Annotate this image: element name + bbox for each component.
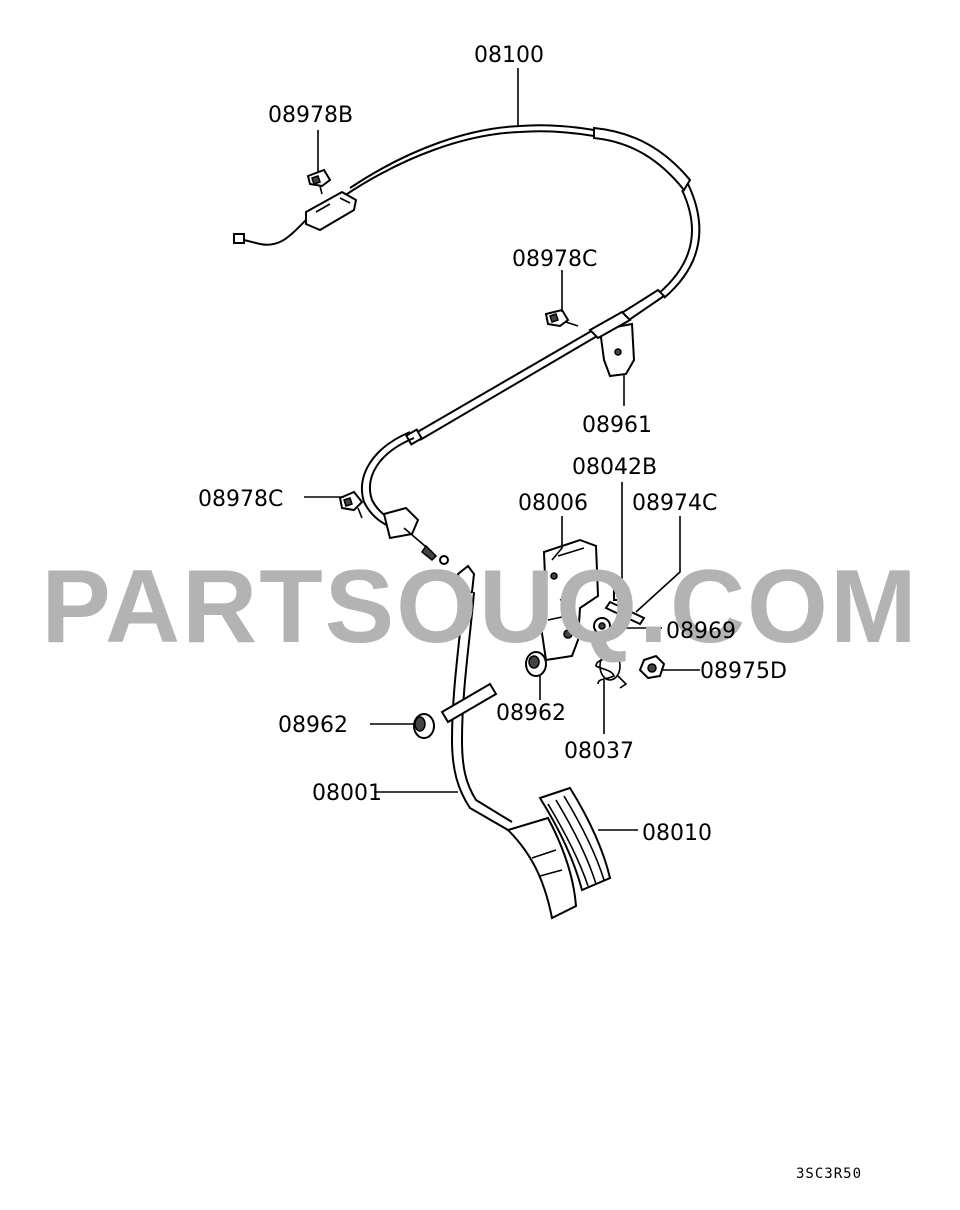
- stopper-08042B[interactable]: [613, 587, 629, 601]
- label-08975D[interactable]: 08975D: [700, 659, 787, 684]
- label-08978C-left[interactable]: 08978C: [198, 487, 283, 512]
- cable-end-fitting-top[interactable]: [233, 190, 358, 246]
- washer-08969[interactable]: [593, 617, 611, 635]
- pedal-pad-08010[interactable]: [538, 786, 612, 892]
- nut-08975D[interactable]: [638, 654, 666, 680]
- label-08010[interactable]: 08010: [642, 821, 712, 846]
- label-08961[interactable]: 08961: [582, 413, 652, 438]
- label-08974C[interactable]: 08974C: [632, 491, 717, 516]
- label-08006[interactable]: 08006: [518, 491, 588, 516]
- label-08969[interactable]: 08969: [666, 619, 736, 644]
- pin-08974C[interactable]: [604, 600, 646, 626]
- bushing-08962-left[interactable]: [413, 713, 435, 739]
- label-08037[interactable]: 08037: [564, 739, 634, 764]
- figure-code: 3SC3R50: [796, 1166, 862, 1182]
- watermark: PARTSOUQ.COM: [41, 549, 918, 665]
- pedal-bracket-08006[interactable]: [538, 538, 600, 662]
- label-08978B[interactable]: 08978B: [268, 103, 353, 128]
- bracket-08961[interactable]: [588, 310, 636, 378]
- label-08962-right[interactable]: 08962: [496, 701, 566, 726]
- clip-08978B[interactable]: [306, 168, 332, 195]
- bushing-08962-right[interactable]: [525, 651, 547, 677]
- label-08978C-top[interactable]: 08978C: [512, 247, 597, 272]
- label-08001[interactable]: 08001: [312, 781, 382, 806]
- clip-08978C-left[interactable]: [338, 490, 364, 519]
- label-08962-left[interactable]: 08962: [278, 713, 348, 738]
- label-08100[interactable]: 08100: [474, 43, 544, 68]
- clip-08978C-top[interactable]: [544, 308, 579, 328]
- spring-08037[interactable]: [593, 647, 628, 689]
- label-08042B[interactable]: 08042B: [572, 455, 657, 480]
- part-labels: 08100 08978B 08978C 08961 08042B 08006 0…: [198, 43, 787, 846]
- pedal-arm-08001[interactable]: [440, 564, 578, 920]
- accelerator-cable[interactable]: [343, 124, 701, 565]
- leader-lines: [304, 68, 700, 831]
